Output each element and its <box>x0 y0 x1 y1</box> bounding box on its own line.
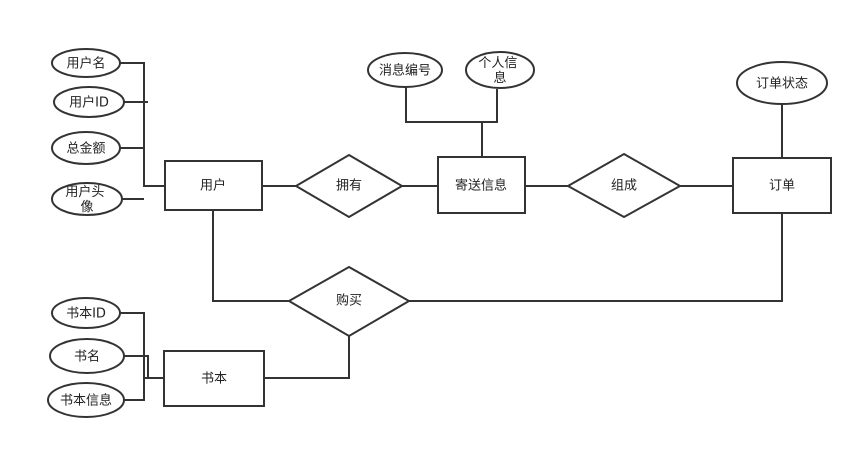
relationship-composes: 组成 <box>565 152 683 219</box>
entity-book-label: 书本 <box>201 372 227 387</box>
attribute-username-label: 用户名 <box>66 56 105 72</box>
attribute-personal-info: 个人信 息 <box>465 51 535 89</box>
attribute-username: 用户名 <box>51 48 121 78</box>
relationship-has-label: 拥有 <box>336 179 362 194</box>
relationship-purchase-label: 购买 <box>336 293 362 309</box>
attribute-book-id: 书本ID <box>51 297 121 329</box>
attribute-book-name-label: 书名 <box>74 349 100 365</box>
entity-user-label: 用户 <box>200 178 226 194</box>
entity-user: 用户 <box>164 160 263 211</box>
relationship-has: 拥有 <box>294 153 404 219</box>
attribute-avatar-line-1: 用户头 <box>65 184 104 200</box>
attribute-personal-info-line-1: 个人信 <box>478 56 517 71</box>
entity-order-label: 订单 <box>769 179 795 194</box>
edge-user-purchase <box>212 210 289 302</box>
attribute-personal-info-label: 个人信 息 <box>478 56 521 86</box>
edge-username <box>120 62 164 187</box>
attribute-order-status-label: 订单状态 <box>756 77 808 92</box>
attribute-message-no-label: 消息编号 <box>379 63 431 79</box>
attribute-user-id: 用户ID <box>53 86 125 118</box>
edge-book-name <box>124 355 149 378</box>
attribute-book-info: 书本信息 <box>47 382 125 418</box>
edge-purchase-book <box>264 336 350 379</box>
attribute-book-id-label: 书本ID <box>66 307 106 322</box>
attribute-user-id-label: 用户ID <box>69 95 109 111</box>
entity-shipping-info: 寄送信息 <box>437 156 526 214</box>
entity-shipping-info-label: 寄送信息 <box>455 178 507 194</box>
attribute-book-info-label: 书本信息 <box>60 393 112 409</box>
relationship-purchase: 购买 <box>286 265 412 338</box>
attribute-book-name: 书名 <box>49 338 125 374</box>
edge-personal-info <box>482 89 498 123</box>
edge-message-no <box>405 87 483 157</box>
attribute-personal-info-line-2: 息 <box>493 70 506 86</box>
attribute-avatar: 用户头 像 <box>51 182 123 216</box>
attribute-avatar-label: 用户头 像 <box>65 184 108 215</box>
attribute-total-amount: 总金额 <box>51 131 121 165</box>
entity-order: 订单 <box>732 157 832 214</box>
connections <box>120 62 783 401</box>
attribute-avatar-line-2: 像 <box>80 200 93 215</box>
attribute-order-status: 订单状态 <box>736 61 828 105</box>
entity-book: 书本 <box>163 350 265 407</box>
edge-book-info <box>124 378 145 401</box>
attribute-total-amount-label: 总金额 <box>66 141 105 157</box>
edge-book-id <box>120 312 164 379</box>
attribute-message-no: 消息编号 <box>367 52 443 88</box>
relationship-composes-label: 组成 <box>611 179 637 194</box>
edge-purchase-order <box>409 213 783 302</box>
